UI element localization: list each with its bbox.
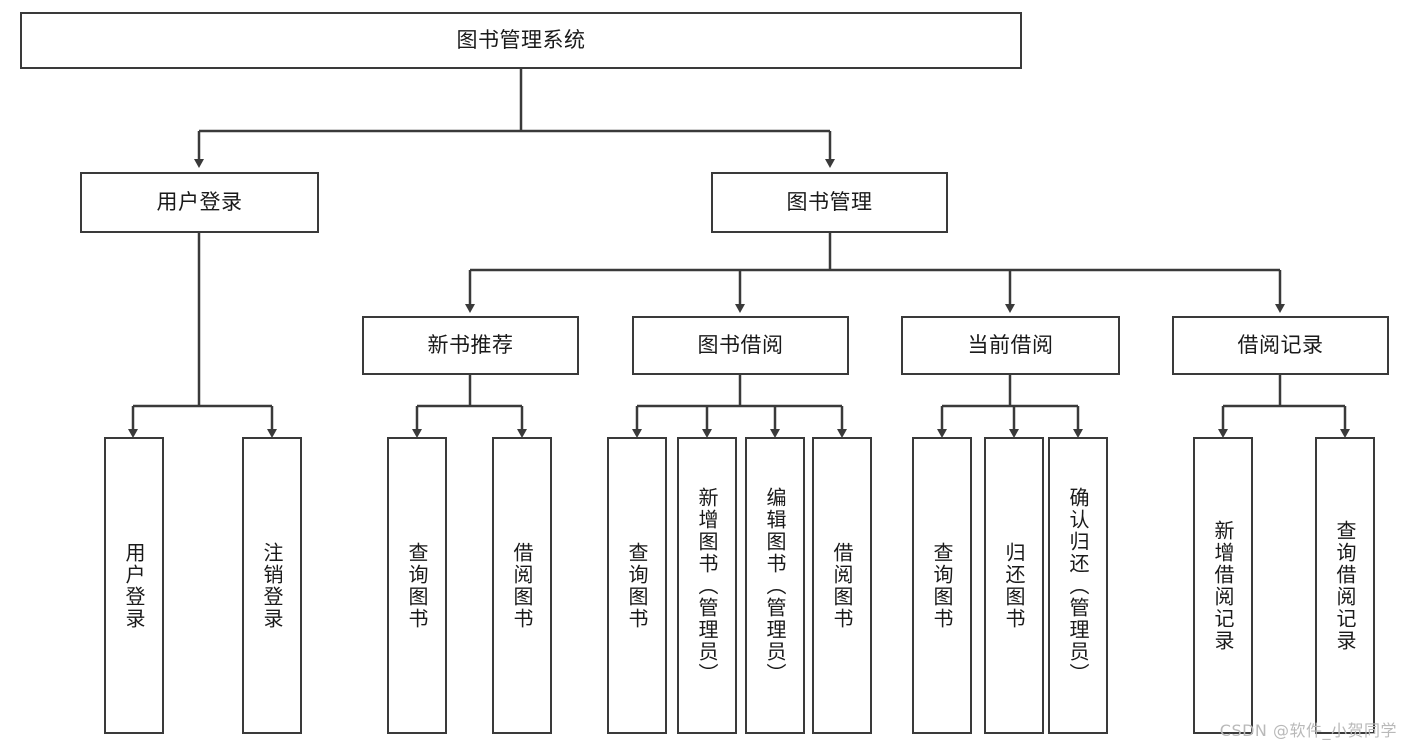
node-leaf-borrow-book-1[interactable]: 借阅图书 (492, 437, 552, 734)
node-leaf-user-login-label: 用户登录 (122, 541, 146, 630)
node-leaf-query-book-1[interactable]: 查询图书 (387, 437, 447, 734)
node-leaf-confirm-return-admin[interactable]: 确认归还（管理员） (1048, 437, 1108, 734)
node-current-borrow-label: 当前借阅 (967, 333, 1054, 358)
node-user-login[interactable]: 用户登录 (80, 172, 319, 233)
node-book-borrow-label: 图书借阅 (697, 333, 784, 358)
node-book-management-label: 图书管理 (786, 190, 873, 215)
node-new-book-recommend-label: 新书推荐 (427, 333, 514, 358)
node-leaf-query-book-1-label: 查询图书 (405, 541, 429, 630)
node-leaf-user-login[interactable]: 用户登录 (104, 437, 164, 734)
node-leaf-edit-book-admin-label: 编辑图书（管理员） (763, 486, 787, 685)
node-leaf-query-book-2[interactable]: 查询图书 (607, 437, 667, 734)
node-leaf-borrow-book-2[interactable]: 借阅图书 (812, 437, 872, 734)
node-leaf-query-book-3-label: 查询图书 (930, 541, 954, 630)
node-book-management[interactable]: 图书管理 (711, 172, 948, 233)
node-current-borrow[interactable]: 当前借阅 (901, 316, 1120, 375)
node-leaf-logout-login-label: 注销登录 (260, 541, 284, 630)
node-leaf-query-book-3[interactable]: 查询图书 (912, 437, 972, 734)
node-leaf-query-borrow-record-label: 查询借阅记录 (1333, 519, 1357, 652)
node-user-login-label: 用户登录 (156, 190, 243, 215)
node-leaf-confirm-return-admin-label: 确认归还（管理员） (1066, 486, 1090, 685)
node-leaf-add-book-admin[interactable]: 新增图书（管理员） (677, 437, 737, 734)
node-leaf-add-borrow-record[interactable]: 新增借阅记录 (1193, 437, 1253, 734)
node-root[interactable]: 图书管理系统 (20, 12, 1022, 69)
node-root-label: 图书管理系统 (456, 28, 586, 53)
node-leaf-borrow-book-2-label: 借阅图书 (830, 541, 854, 630)
node-new-book-recommend[interactable]: 新书推荐 (362, 316, 579, 375)
node-leaf-return-book[interactable]: 归还图书 (984, 437, 1044, 734)
node-borrow-record[interactable]: 借阅记录 (1172, 316, 1389, 375)
csdn-watermark: CSDN @软件_小贺同学 (1219, 721, 1397, 740)
node-leaf-add-borrow-record-label: 新增借阅记录 (1211, 519, 1235, 652)
node-borrow-record-label: 借阅记录 (1237, 333, 1324, 358)
node-leaf-logout-login[interactable]: 注销登录 (242, 437, 302, 734)
node-leaf-borrow-book-1-label: 借阅图书 (510, 541, 534, 630)
node-book-borrow[interactable]: 图书借阅 (632, 316, 849, 375)
node-leaf-edit-book-admin[interactable]: 编辑图书（管理员） (745, 437, 805, 734)
node-leaf-add-book-admin-label: 新增图书（管理员） (695, 486, 719, 685)
node-leaf-query-borrow-record[interactable]: 查询借阅记录 (1315, 437, 1375, 734)
node-leaf-return-book-label: 归还图书 (1002, 541, 1026, 630)
node-leaf-query-book-2-label: 查询图书 (625, 541, 649, 630)
